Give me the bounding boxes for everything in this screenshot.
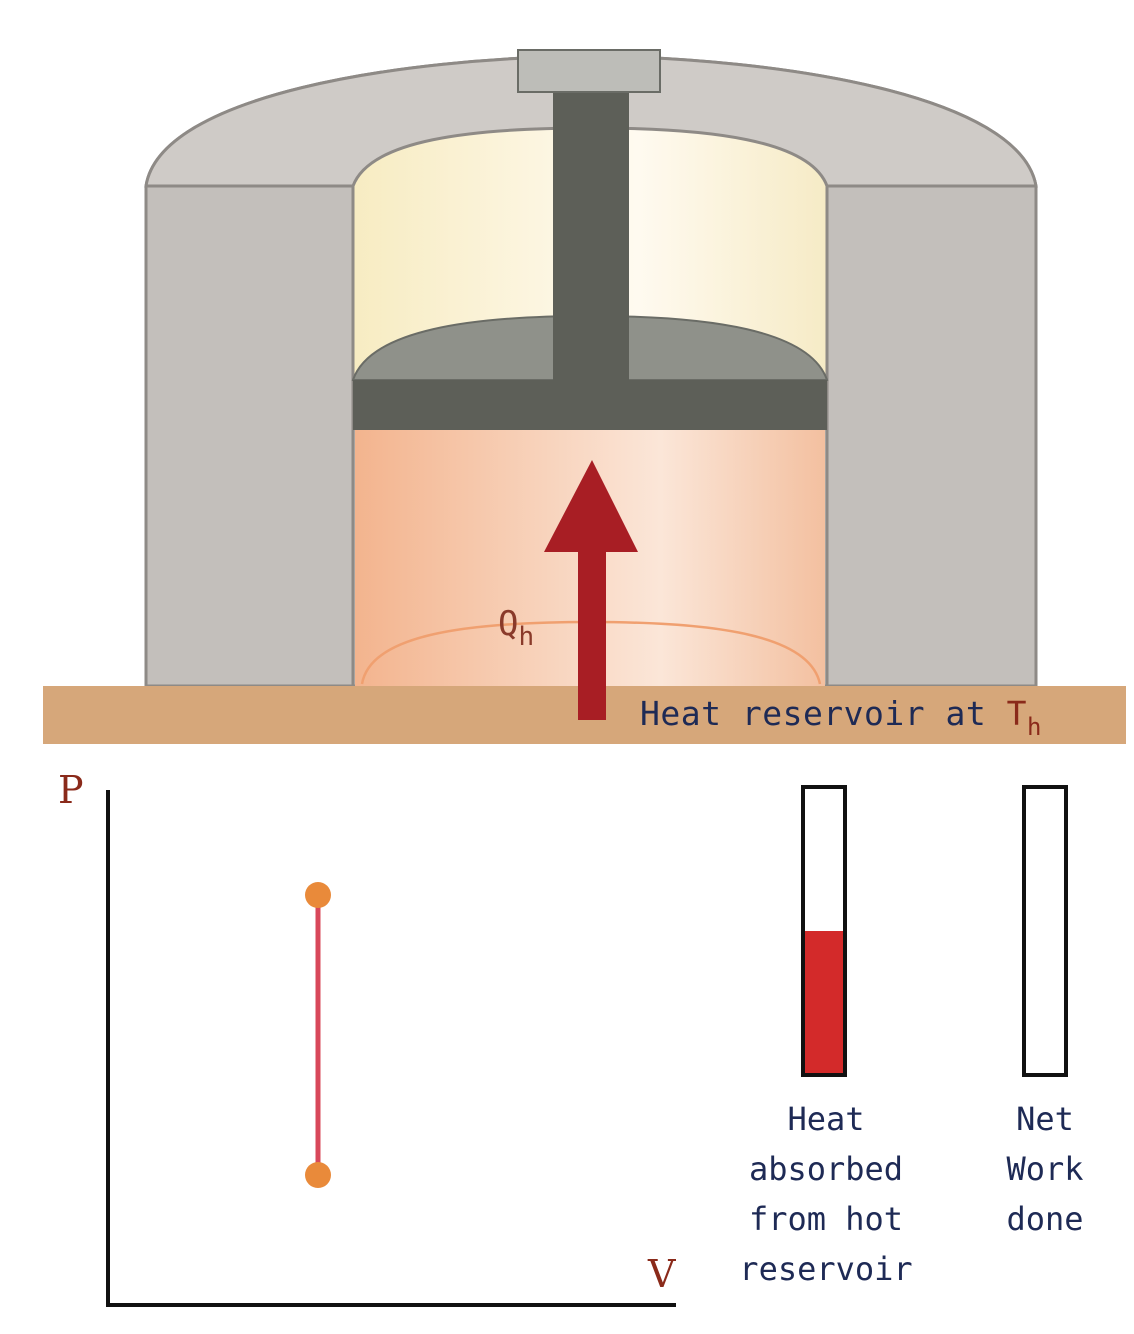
reservoir-label: Heat reservoir at Th [640,694,1042,741]
heat-absorbed-meter-fill [805,931,843,1073]
heat-in-label: Qh [498,604,534,652]
net-work-caption: Net Work done [1006,1100,1084,1238]
net-work-meter [1022,785,1068,1077]
reservoir-temp-subscript: h [1027,713,1042,741]
pressure-axis-label: P [58,768,84,812]
piston [351,49,829,430]
volume-axis-label: V [648,1252,676,1296]
state-point-end [305,882,331,908]
state-point-start [305,1162,331,1188]
pv-axes [106,790,676,1307]
reservoir-temp-symbol: T [1006,694,1027,733]
heat-absorbed-caption: Heat absorbed from hot reservoir [739,1100,913,1288]
heat-symbol: Q [498,604,519,644]
heat-symbol-subscript: h [518,622,535,652]
heat-absorbed-meter [801,785,847,1077]
heat-flow-arrow [544,460,638,720]
pv-plot [305,882,331,1188]
reservoir-label-text: Heat reservoir at [640,694,1007,733]
